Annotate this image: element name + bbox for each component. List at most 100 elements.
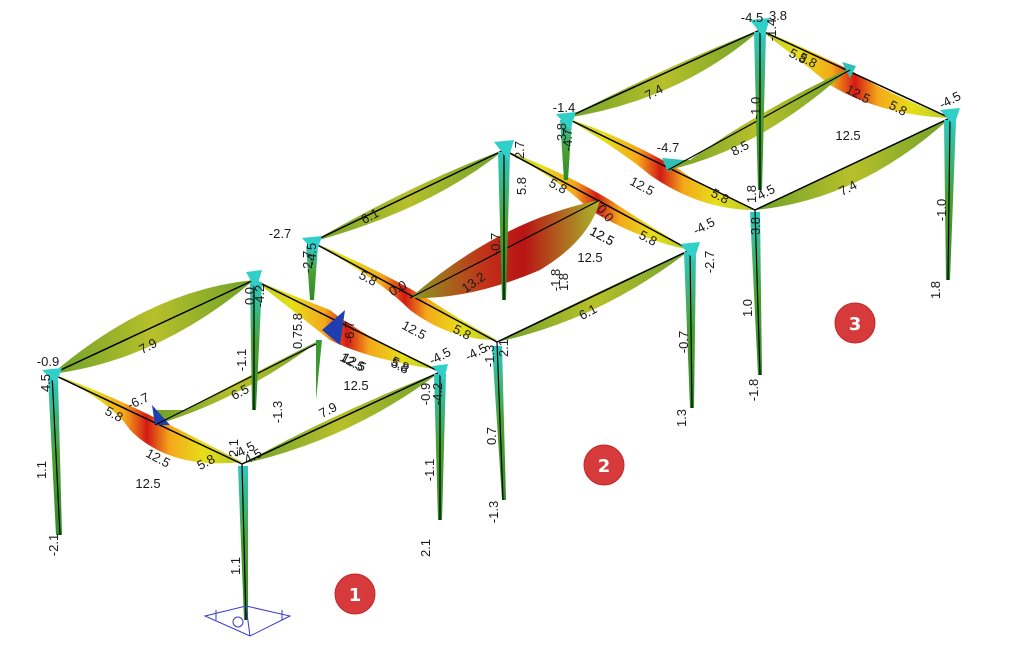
moment-value-label: 5.8 [194, 451, 217, 473]
moment-value-label: 1.8 [744, 185, 759, 203]
moment-value-label: -4.5 [741, 10, 763, 25]
beam [311, 241, 498, 343]
moment-value-label: -2.1 [46, 534, 61, 556]
beam [496, 249, 691, 343]
moment-value-label: 5.8 [451, 321, 474, 343]
column-axis [754, 209, 761, 376]
beam [241, 371, 441, 465]
moment-value-label: 1.0 [740, 299, 755, 317]
column [560, 120, 572, 180]
moment-value-label: 12.5 [835, 128, 860, 143]
moment-value-label: -1.8 [746, 379, 761, 401]
moment-value-label: -4.7 [657, 140, 679, 155]
column [48, 378, 62, 535]
moment-value-label: -2.7 [300, 251, 315, 273]
moment-value-label: -2.7 [702, 251, 717, 273]
moment-value-label: -4.5 [690, 214, 717, 238]
beam [51, 279, 255, 375]
frame-2-badge: 2 [583, 444, 625, 486]
moment-value-label: 1.3 [674, 409, 689, 427]
beam [565, 117, 756, 211]
moment-value-label: 12.5 [627, 173, 656, 198]
moment-value-label: -6.7 [342, 321, 357, 343]
moment-value-label: 2.1 [418, 539, 433, 557]
moment-value-label: 3.8 [554, 123, 569, 141]
moment-value-label: 4.5 [754, 181, 777, 203]
moment-value-label: 5.8 [290, 313, 305, 331]
moment-value-label: -0.7 [488, 233, 503, 255]
moment-value-label: 1.8 [556, 273, 571, 291]
beam [565, 29, 761, 119]
frame-3-badge: 3 [834, 302, 876, 344]
moment-value-label: 5.8 [787, 45, 810, 67]
moment-value-label: -2.7 [269, 226, 291, 241]
column [250, 282, 262, 410]
column [944, 120, 956, 280]
moment-value-label: 2.1 [496, 339, 511, 357]
moment-value-label: 7.4 [642, 81, 665, 103]
badge-circle [583, 444, 625, 486]
moment-value-label: 3.8 [769, 8, 787, 23]
joint [750, 18, 770, 38]
beam [759, 29, 951, 119]
moment-value-label: 7.4 [836, 177, 859, 199]
moment-value-label: 12.5 [587, 223, 616, 248]
peak-marker [662, 158, 684, 172]
moment-value-label: -1.3 [482, 345, 497, 367]
moment-value-label: 0.7 [484, 427, 499, 445]
moment-value-label: 5.8 [637, 227, 660, 249]
moment-value-label: -1.1 [422, 459, 437, 481]
moment-value-label: 5.8 [547, 175, 570, 197]
badge-circle [334, 573, 376, 615]
column [316, 340, 322, 400]
column-axis [689, 249, 693, 409]
joint [42, 368, 62, 384]
badge-circle [834, 302, 876, 344]
moment-value-label: 6.5 [228, 381, 251, 403]
moment-value-label: 6.1 [358, 205, 381, 227]
beam [253, 279, 441, 373]
moment-value-label: -1.8 [548, 269, 563, 291]
column-axis [241, 463, 247, 621]
joint [246, 270, 262, 290]
moment-value-label: 12.5 [135, 476, 160, 491]
moment-value-label: 0.0 [242, 287, 257, 305]
joint [494, 140, 514, 160]
beam [754, 117, 951, 211]
moment-value-label: -0.7 [676, 331, 691, 353]
joint [556, 112, 576, 130]
joint [432, 364, 448, 380]
moment-value-label: 3.8 [748, 217, 763, 235]
frame-2 [302, 140, 700, 501]
moment-value-label: 5.8 [357, 267, 380, 289]
moment-value-label: 5.8 [389, 355, 412, 377]
beam [311, 149, 505, 243]
joint [302, 236, 322, 254]
moment-value-label: 1.1 [34, 461, 49, 479]
moment-value-label: 7.9 [316, 399, 339, 421]
column [306, 246, 318, 300]
column-axis [51, 373, 61, 536]
moment-value-label: -1.3 [270, 401, 285, 423]
moment-value-label: -1.3 [486, 501, 501, 523]
joint [940, 108, 960, 126]
moment-value-label: -4.2 [252, 285, 267, 307]
badge-number: 2 [598, 456, 611, 477]
moment-value-label: 5.8 [797, 49, 820, 71]
moment-value-label: -0.9 [37, 354, 59, 369]
moment-value-label: 6.1 [576, 301, 599, 323]
frame-1-badge: 1 [334, 573, 376, 615]
moment-value-label: 12.5 [343, 378, 368, 393]
moment-value-label: 2.7 [512, 141, 527, 159]
moment-value-label: -0.9 [418, 383, 433, 405]
moment-value-label: 8.5 [728, 137, 751, 159]
moment-value-label: 2.1 [226, 439, 241, 457]
moment-value-label: -4.5 [426, 344, 453, 368]
column-axis [496, 341, 504, 501]
moment-value-label: -1.4 [553, 100, 575, 115]
support-icon [203, 605, 292, 637]
